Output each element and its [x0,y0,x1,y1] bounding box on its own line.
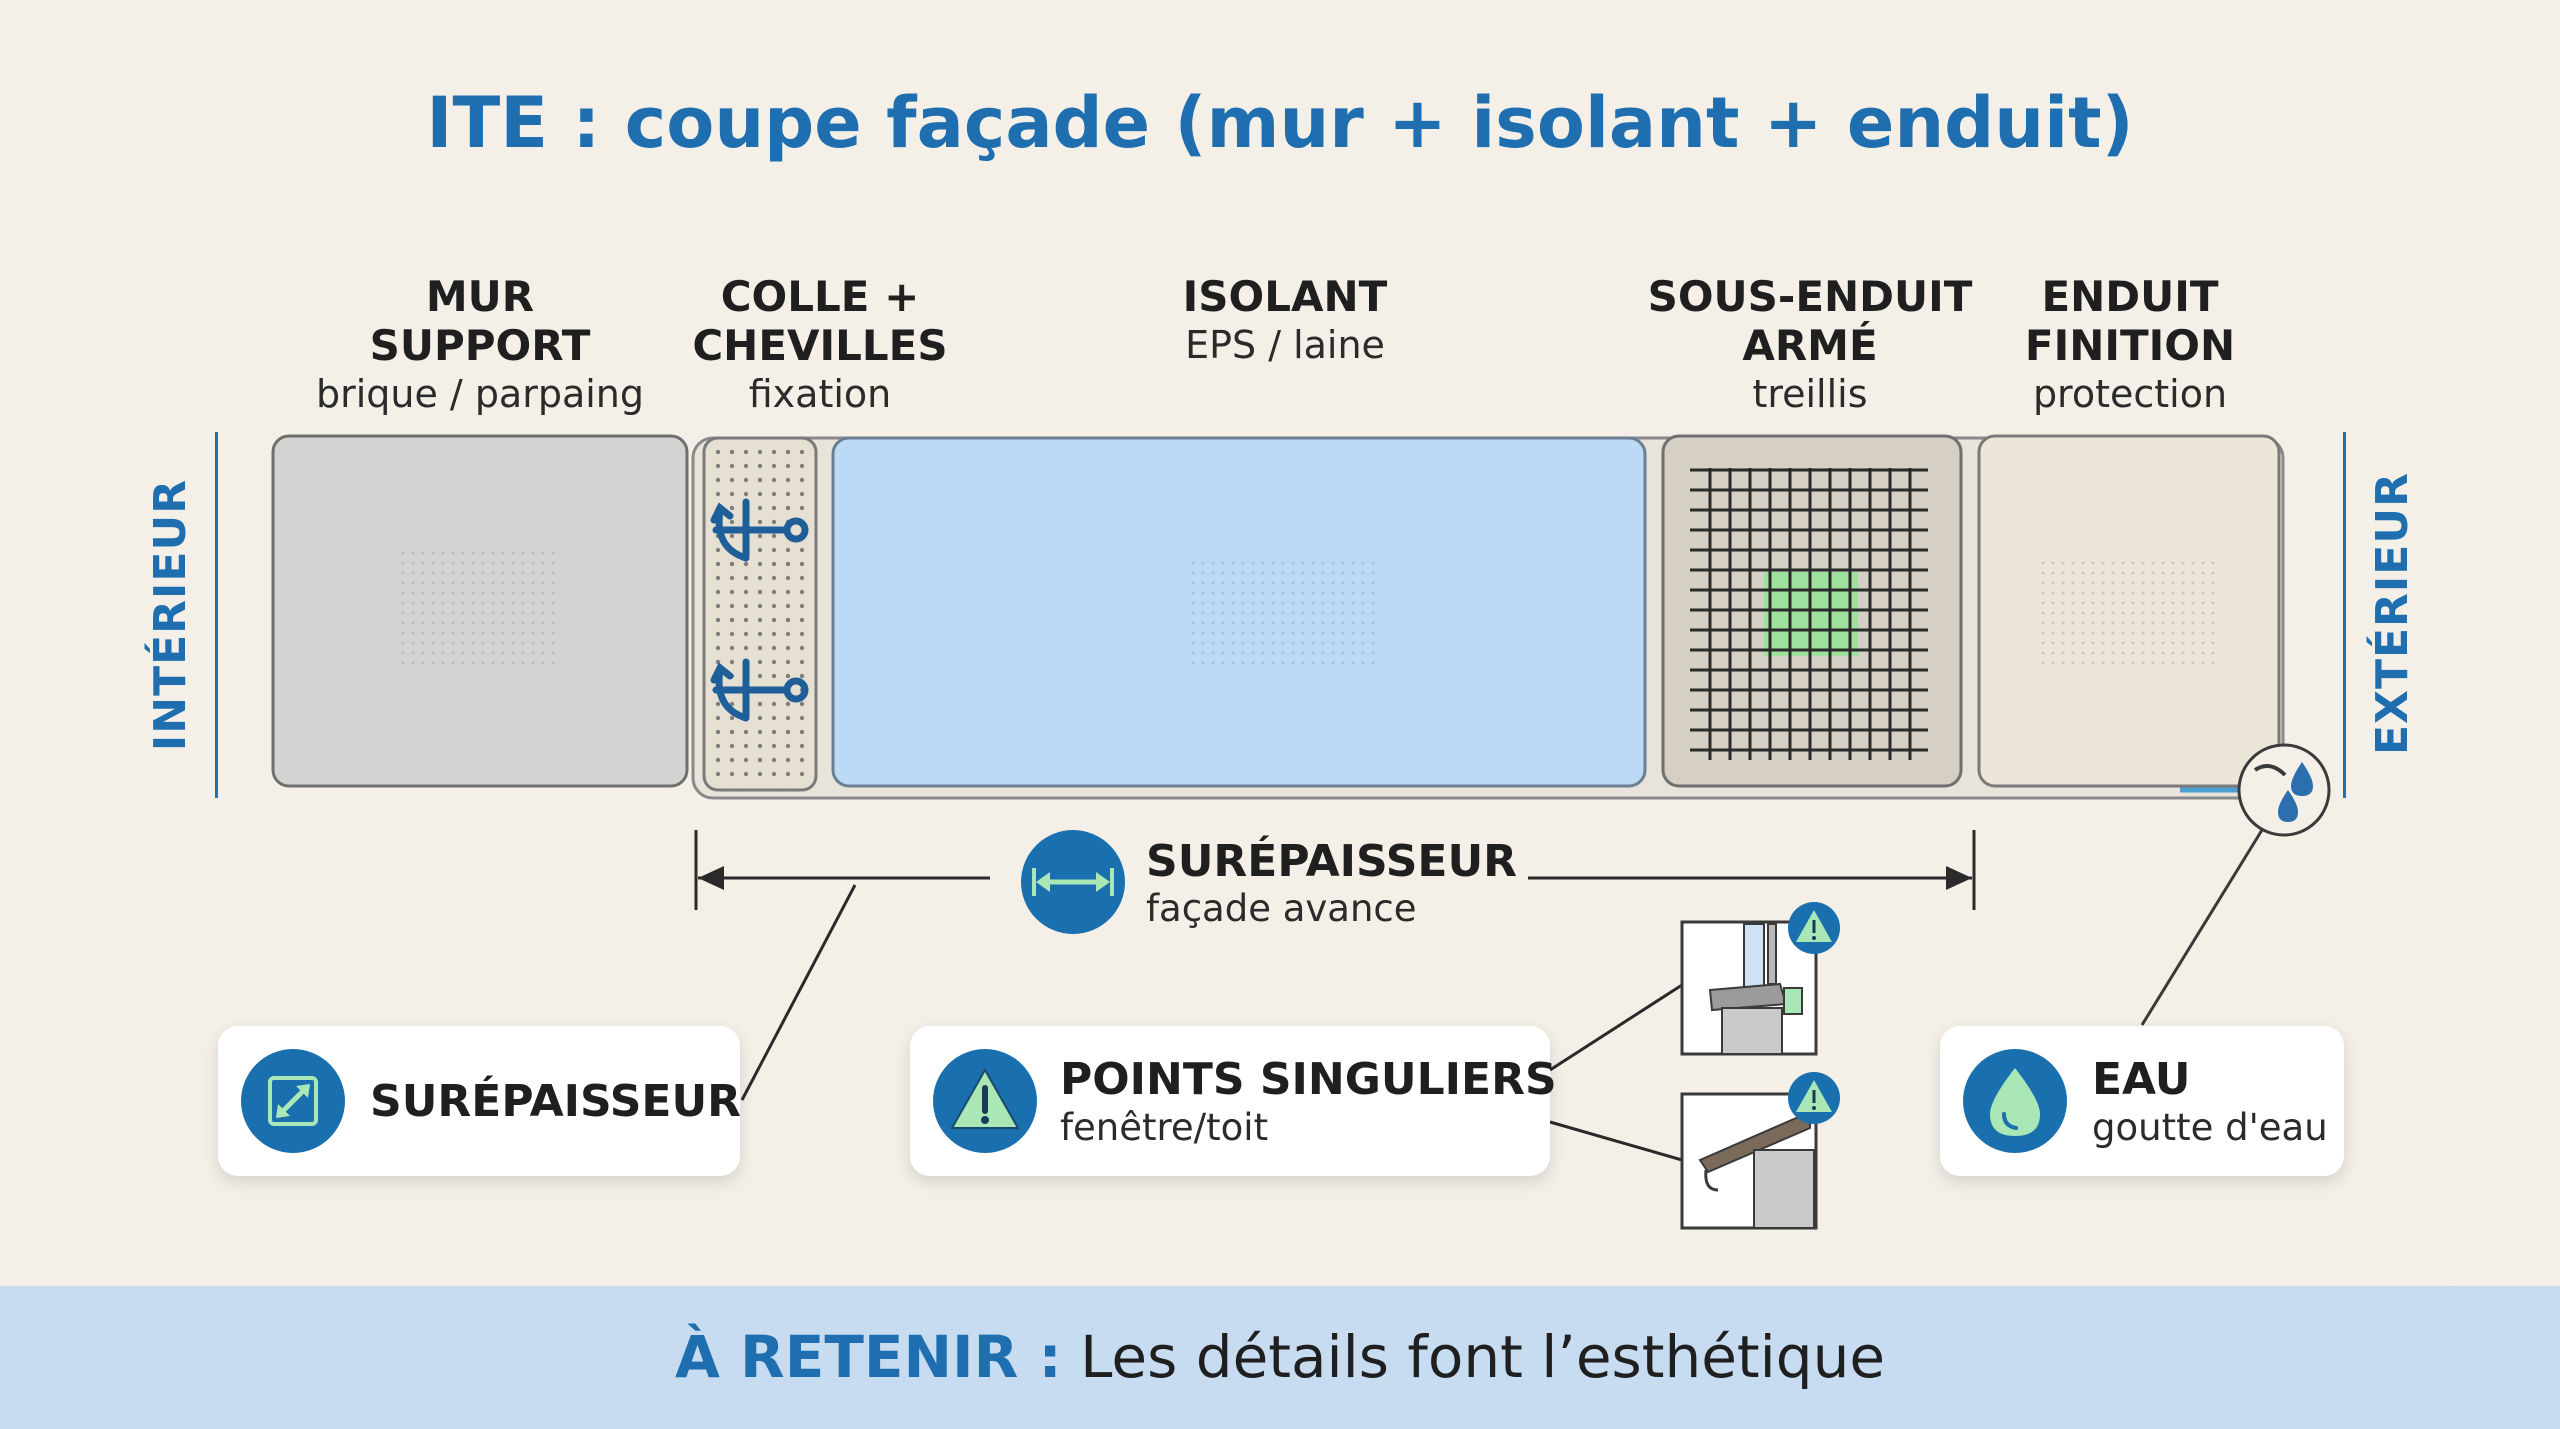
drip-detail-circle [2237,743,2331,837]
layer-subtitle: treillis [1752,372,1868,416]
layer-title: CHEVILLES [692,321,948,370]
layer-label-insulation: ISOLANT EPS / laine [1100,272,1470,369]
singular-points-card: POINTS SINGULIERS fenêtre/toit [910,1026,1557,1176]
takeaway-message: Les détails font l’esthétique [1061,1323,1886,1391]
water-card-subtitle: goutte d'eau [2092,1106,2328,1149]
layer-title: MUR [425,272,535,321]
roof-leader-line [1549,1120,1683,1162]
layer-title: FINITION [2024,321,2236,370]
dimension-label: SURÉPAISSEUR façade avance [1146,836,1526,930]
layer-label-glue: COLLE + CHEVILLES fixation [660,272,980,418]
layer-subtitle: fixation [748,372,892,416]
warning-icon [1788,902,1840,954]
takeaway-banner [0,1286,2560,1429]
mesh-grid [1690,468,1928,760]
overthickness-leader-line [740,884,857,1101]
dimension-arrow-right [1946,866,1972,890]
layer-title: ENDUIT [2041,272,2219,321]
interior-marker-line [215,432,218,798]
glue-texture [708,442,812,786]
drip-edge-detail [2253,764,2287,777]
layer-label-wall: MUR SUPPORT brique / parpaing [300,272,660,418]
layer-subtitle: brique / parpaing [315,372,645,416]
water-leader-line [2140,829,2264,1026]
wall-texture [400,550,560,670]
dimension-title: SURÉPAISSEUR [1146,836,1518,887]
dimension-arrow-left [698,866,724,890]
page-title: ITE : coupe façade (mur + isolant + endu… [426,82,2134,164]
insulation-texture [1190,555,1380,665]
singular-points-card-title: POINTS SINGULIERS [1060,1054,1557,1105]
takeaway-text: À RETENIR : Les détails font l’esthétiqu… [0,1323,2560,1391]
dimension-arrows-icon [1021,830,1125,934]
resize-arrows-icon [241,1049,345,1153]
dimension-subtitle: façade avance [1146,887,1417,930]
exterior-marker-line [2343,432,2346,798]
layer-title: SUPPORT [369,321,591,370]
warning-icon [933,1049,1037,1153]
window-leader-line [1549,983,1683,1072]
warning-icon [1788,1072,1840,1124]
anchor-icon [710,498,809,562]
roof-detail-thumbnail [1680,1092,1818,1230]
overthickness-card-title: SURÉPAISSEUR [370,1076,742,1127]
layer-title: ISOLANT [1182,272,1388,321]
water-drop-icon [2278,790,2298,822]
layer-title: COLLE + [720,272,920,321]
takeaway-key: À RETENIR : [674,1323,1062,1391]
water-card-title: EAU [2092,1054,2191,1105]
finish-texture [2040,555,2220,665]
layer-label-finish: ENDUIT FINITION protection [1980,272,2280,418]
layer-subtitle: EPS / laine [1185,323,1385,367]
singular-points-card-subtitle: fenêtre/toit [1060,1106,1269,1149]
window-detail-thumbnail [1680,920,1818,1056]
water-drop-icon [1963,1049,2067,1153]
water-card: EAU goutte d'eau [1940,1026,2344,1176]
anchor-icon [710,658,809,722]
layer-subtitle: protection [2032,372,2228,416]
layer-title: ARMÉ [1742,321,1878,370]
layer-label-base-coat: SOUS-ENDUIT ARMÉ treillis [1630,272,1990,418]
layer-title: SOUS-ENDUIT [1647,272,1973,321]
overthickness-card: SURÉPAISSEUR [218,1026,742,1176]
water-drop-icon [2291,762,2313,796]
